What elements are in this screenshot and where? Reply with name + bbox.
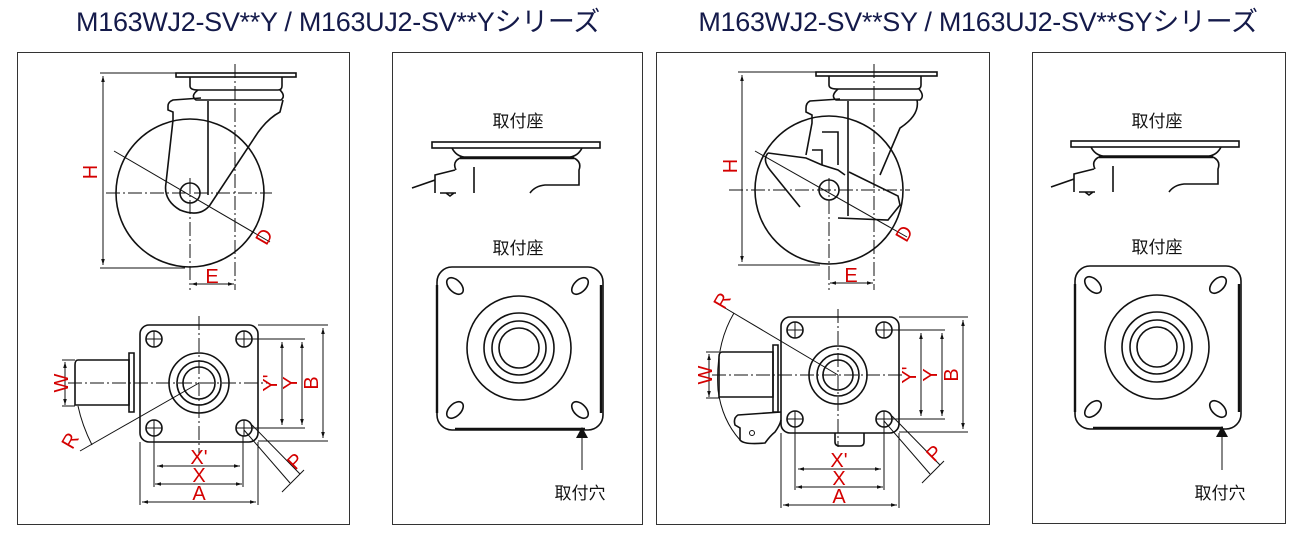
panel-standard-caster-dimensions (17, 52, 350, 525)
panel-standard-mounting-plate (392, 52, 643, 525)
series-title-standard: M163WJ2-SV**Y / M163UJ2-SV**Yシリーズ (76, 7, 600, 37)
panel-stopper-caster-dimensions (656, 52, 990, 525)
panel-stopper-mounting-plate (1032, 52, 1286, 524)
series-title-stopper: M163WJ2-SV**SY / M163UJ2-SV**SYシリーズ (698, 7, 1258, 37)
